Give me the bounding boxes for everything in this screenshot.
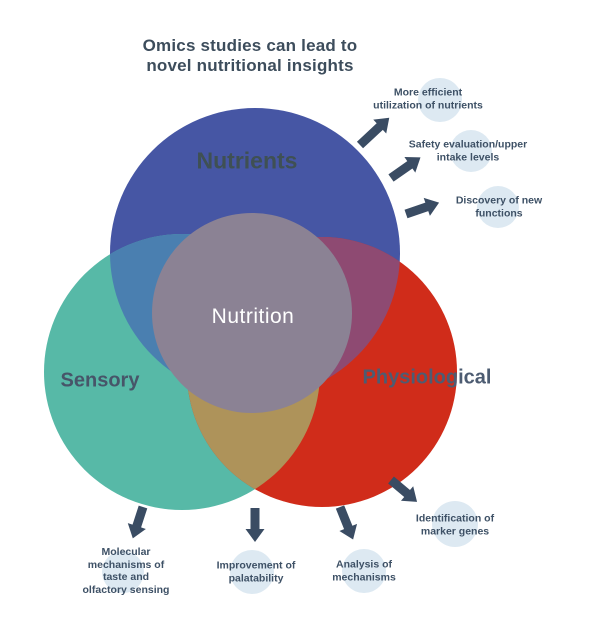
bubble-improvement	[230, 550, 274, 594]
arrow-analysis-icon	[335, 505, 358, 540]
arrow-discovery-icon	[404, 197, 440, 219]
bubble-discovery	[477, 186, 519, 228]
bubble-more-efficient	[418, 78, 462, 122]
arrow-improvement-icon	[245, 508, 265, 542]
circle-label-sensory: Sensory	[60, 369, 140, 392]
circle-label-nutrients: Nutrients	[196, 147, 298, 174]
arrow-identification-icon	[388, 476, 418, 502]
annotation-safety: Safety evaluation/upper intake levels	[408, 138, 528, 164]
arrow-more-efficient-icon	[356, 117, 390, 149]
annotation-discovery: Discovery of new functions	[455, 194, 543, 220]
venn-center-circle	[152, 213, 352, 413]
bubble-safety	[450, 130, 492, 172]
annotation-analysis: Analysis of mechanisms	[332, 558, 396, 584]
bubble-identification	[432, 501, 478, 547]
arrow-molecular-icon	[127, 505, 148, 539]
bubble-analysis	[342, 549, 386, 593]
circle-label-physiological: Physiological	[362, 366, 492, 389]
center-label-nutrition: Nutrition	[211, 305, 295, 328]
bubble-molecular	[102, 551, 144, 593]
annotation-identification: Identification of marker genes	[415, 512, 495, 538]
annotation-more-efficient: More efficient utilization of nutrients	[373, 86, 483, 112]
annotation-improvement: Improvement of palatability	[216, 559, 296, 585]
diagram-title: Omics studies can lead to novel nutritio…	[142, 36, 358, 75]
annotation-molecular: Molecular mechanisms of taste and olfact…	[82, 546, 170, 596]
arrow-safety-icon	[388, 157, 421, 182]
